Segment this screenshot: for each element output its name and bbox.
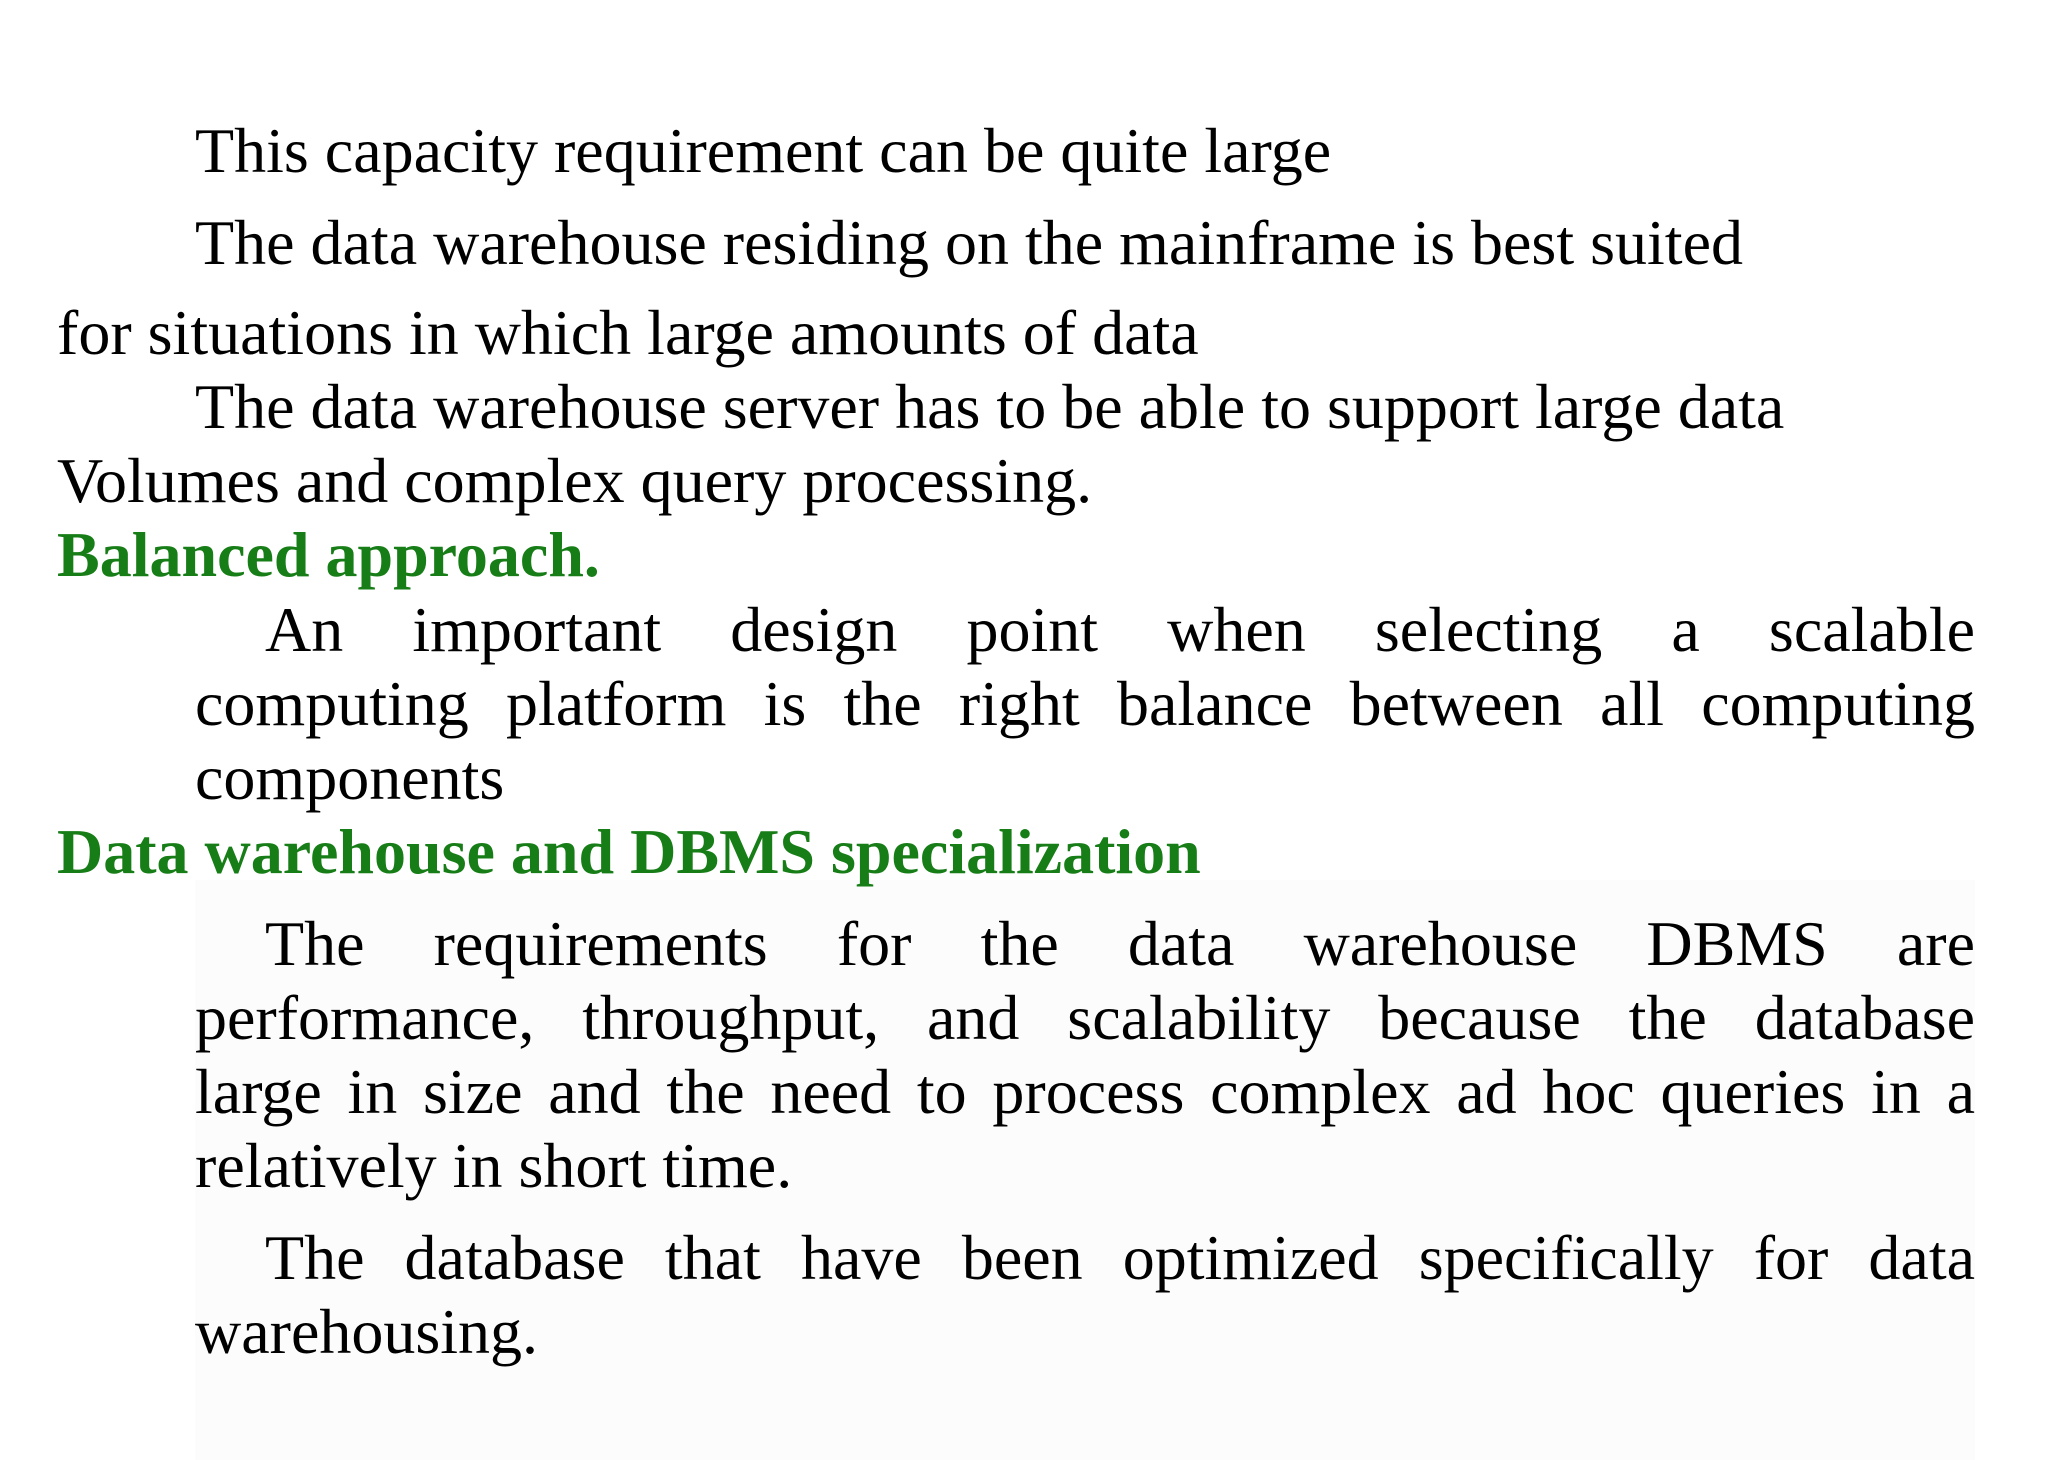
paragraph-line: performance, throughput, and scalability…	[195, 982, 1975, 1053]
paragraph-line: An important design point when selecting…	[265, 594, 1975, 665]
text-line: This capacity requirement can be quite l…	[195, 115, 1332, 186]
section-heading-balanced-approach: Balanced approach.	[57, 519, 600, 590]
paragraph-line: warehousing.	[195, 1296, 539, 1367]
text-line: for situations in which large amounts of…	[57, 297, 1199, 368]
content-background	[195, 880, 1975, 1460]
paragraph-line: computing platform is the right balance …	[195, 668, 1975, 739]
paragraph-line: large in size and the need to process co…	[195, 1056, 1975, 1127]
paragraph-line: The requirements for the data warehouse …	[265, 908, 1975, 979]
text-line: Volumes and complex query processing.	[57, 445, 1093, 516]
paragraph-line: components	[195, 742, 505, 813]
paragraph-line: relatively in short time.	[195, 1130, 793, 1201]
paragraph-line: The database that have been optimized sp…	[265, 1222, 1975, 1293]
text-line: The data warehouse residing on the mainf…	[195, 207, 1743, 278]
section-heading-dbms-specialization: Data warehouse and DBMS specialization	[57, 816, 1201, 887]
text-line: The data warehouse server has to be able…	[195, 371, 1785, 442]
